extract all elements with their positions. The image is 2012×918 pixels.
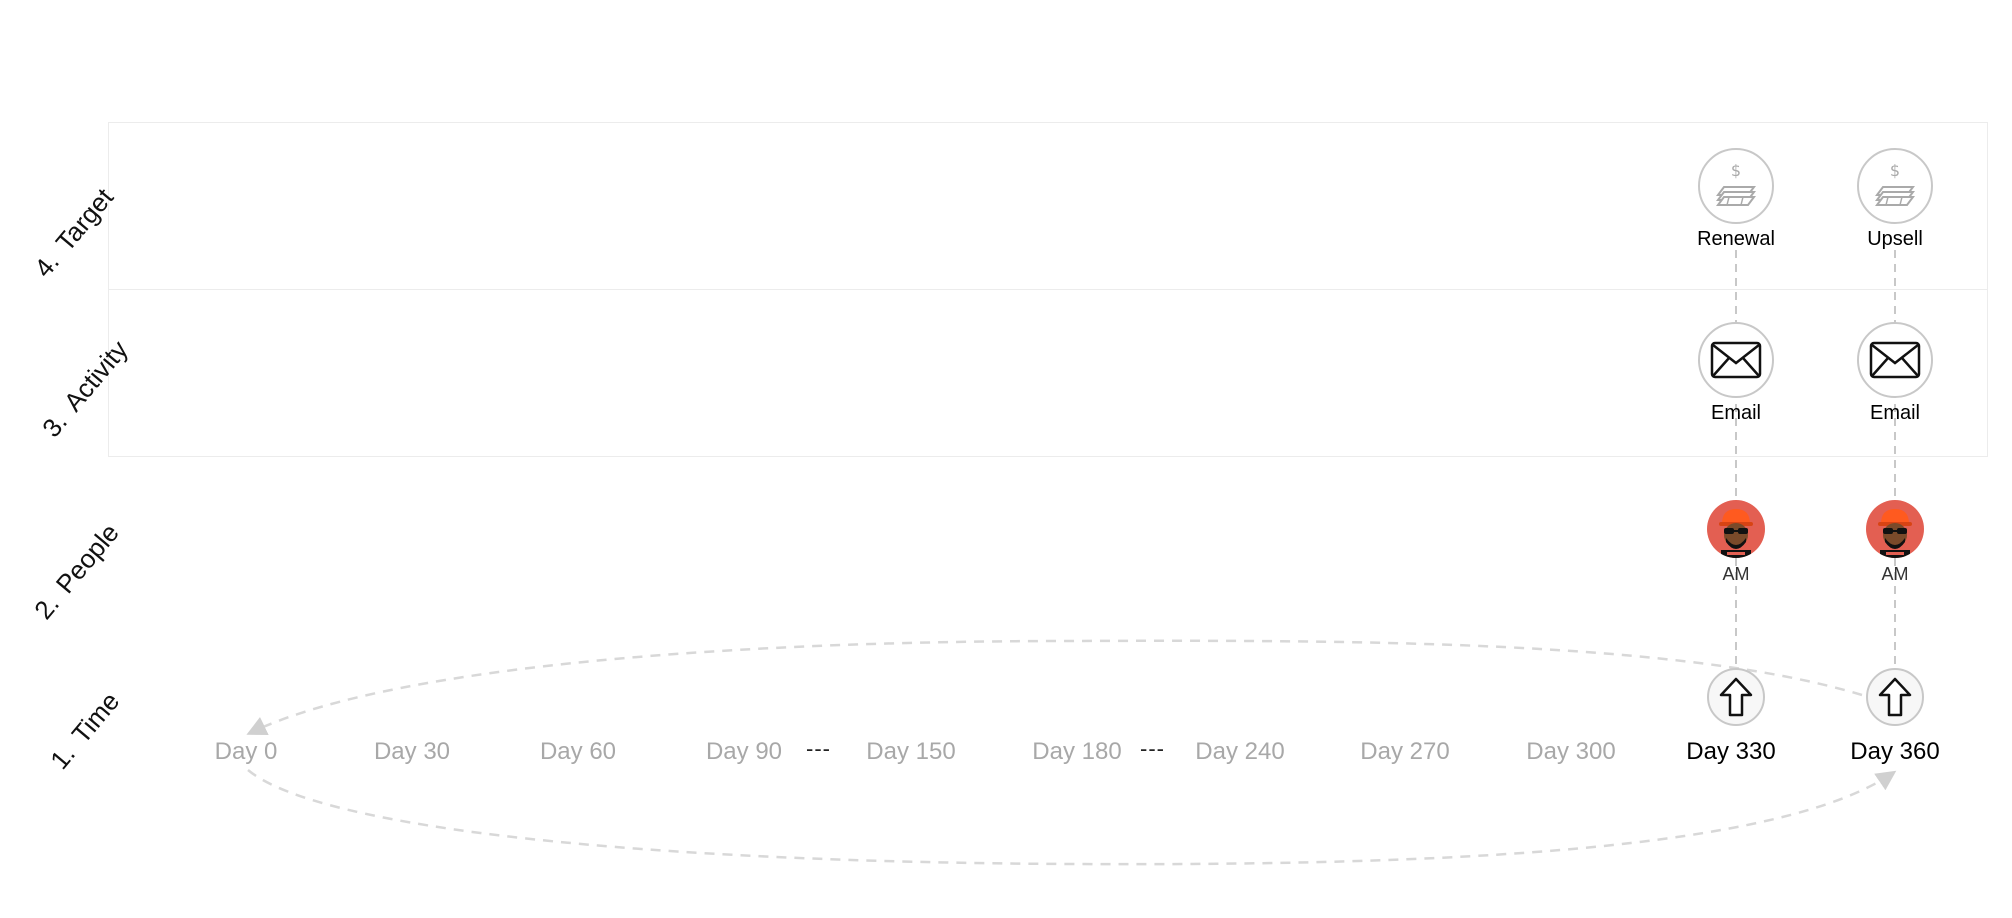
- row-label-target: 4.Target: [28, 182, 120, 283]
- activity-node[interactable]: [1698, 322, 1774, 398]
- day-label-90: Day 90: [705, 738, 783, 765]
- row-name: Time: [65, 686, 126, 750]
- person-label: AM: [1881, 564, 1909, 584]
- day-label-150: Day 150: [866, 738, 956, 765]
- row-number: 4.: [28, 246, 66, 283]
- envelope-icon: [1869, 341, 1921, 379]
- day-label-30: Day 30: [373, 738, 451, 765]
- row-number: 3.: [36, 406, 74, 443]
- day-label-360: Day 360: [1850, 738, 1940, 765]
- row-name: People: [49, 517, 125, 600]
- row-number: 2.: [28, 588, 66, 625]
- activity-label: Email: [1710, 402, 1761, 424]
- day-label-240: Day 240: [1195, 738, 1285, 765]
- up-arrow-icon: [1878, 677, 1912, 717]
- target-node[interactable]: $: [1698, 148, 1774, 224]
- day-label-60: Day 60: [539, 738, 617, 765]
- target-label: Renewal: [1697, 228, 1775, 250]
- gap-marker: ---: [1140, 736, 1165, 761]
- gap-marker: ---: [806, 736, 831, 761]
- money-stack-icon: $: [1875, 161, 1915, 206]
- up-arrow-icon: [1719, 677, 1753, 717]
- svg-text:$: $: [1890, 161, 1900, 180]
- day-label-180: Day 180: [1032, 738, 1122, 765]
- time-node[interactable]: [1866, 668, 1924, 726]
- row-label-time: 1.Time: [44, 686, 126, 775]
- person-avatar[interactable]: [1707, 500, 1765, 558]
- day-label-270: Day 270: [1360, 738, 1450, 765]
- envelope-icon: [1710, 341, 1762, 379]
- activity-band: [108, 289, 1988, 457]
- loop-arc-bottom: [247, 769, 1897, 866]
- activity-label: Email: [1869, 402, 1920, 424]
- target-node[interactable]: $: [1857, 148, 1933, 224]
- person-avatar[interactable]: [1866, 500, 1924, 558]
- svg-text:$: $: [1731, 161, 1741, 180]
- day-label-0: Day 0: [214, 738, 278, 765]
- time-node[interactable]: [1707, 668, 1765, 726]
- row-number: 1.: [44, 738, 82, 775]
- person-avatar-icon: [1878, 509, 1912, 558]
- activity-node[interactable]: [1857, 322, 1933, 398]
- row-label-people: 2.People: [28, 518, 125, 626]
- person-avatar-icon: [1719, 509, 1753, 558]
- person-label: AM: [1722, 564, 1750, 584]
- target-label: Upsell: [1867, 228, 1923, 250]
- day-label-300: Day 300: [1526, 738, 1616, 765]
- day-label-330: Day 330: [1686, 738, 1776, 765]
- loop-arc-top: [246, 639, 1863, 736]
- money-stack-icon: $: [1716, 161, 1756, 206]
